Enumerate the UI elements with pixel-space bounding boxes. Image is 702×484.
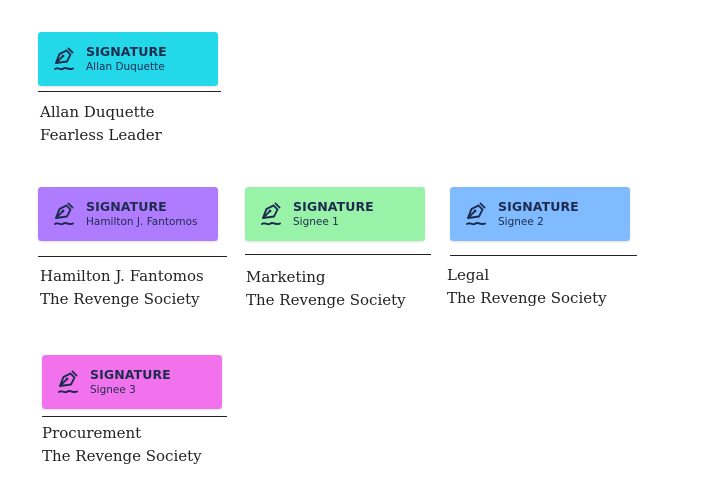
signature-tag-subtitle: Allan Duquette (86, 61, 165, 73)
signer-name: Allan Duquette (40, 103, 155, 121)
signature-tag-text: SIGNATURE Signee 3 (90, 366, 171, 396)
signature-tag-subtitle: Signee 2 (498, 216, 544, 228)
signature-tag-subtitle: Hamilton J. Fantomos (86, 216, 198, 228)
pen-nib-icon (55, 367, 83, 397)
signature-line (450, 255, 637, 256)
signature-tag-title: SIGNATURE (498, 198, 579, 214)
signer-organization: The Revenge Society (40, 290, 200, 308)
signer-organization: The Revenge Society (42, 447, 202, 465)
signature-tag[interactable]: SIGNATURE Hamilton J. Fantomos (38, 187, 218, 241)
signature-tag-title: SIGNATURE (293, 198, 374, 214)
signature-tag-subtitle: Signee 3 (90, 384, 136, 396)
pen-nib-icon (51, 44, 79, 74)
pen-nib-icon (463, 199, 491, 229)
signer-name: Marketing (246, 268, 326, 286)
signature-tag-text: SIGNATURE Signee 2 (498, 198, 579, 228)
signer-organization: The Revenge Society (447, 289, 607, 307)
pen-nib-icon (51, 199, 79, 229)
signer-name: Legal (447, 266, 490, 284)
signature-tag-title: SIGNATURE (86, 198, 167, 214)
signer-organization: The Revenge Society (246, 291, 406, 309)
signature-line (38, 256, 227, 257)
signature-tag-title: SIGNATURE (90, 366, 171, 382)
signer-title: Fearless Leader (40, 126, 162, 144)
signature-tag-text: SIGNATURE Signee 1 (293, 198, 374, 228)
signature-line (245, 254, 431, 255)
signature-tag[interactable]: SIGNATURE Signee 2 (450, 187, 630, 241)
signature-tag-title: SIGNATURE (86, 43, 167, 59)
signature-line (42, 416, 227, 417)
signature-tag-text: SIGNATURE Allan Duquette (86, 43, 167, 73)
signer-name: Procurement (42, 424, 142, 442)
pen-nib-icon (258, 199, 286, 229)
signature-tag-subtitle: Signee 1 (293, 216, 339, 228)
signature-tag[interactable]: SIGNATURE Allan Duquette (38, 32, 218, 86)
signature-tag[interactable]: SIGNATURE Signee 3 (42, 355, 222, 409)
signature-line (38, 91, 221, 92)
signature-tag[interactable]: SIGNATURE Signee 1 (245, 187, 425, 241)
signer-name: Hamilton J. Fantomos (40, 267, 204, 285)
signature-tag-text: SIGNATURE Hamilton J. Fantomos (86, 198, 198, 228)
